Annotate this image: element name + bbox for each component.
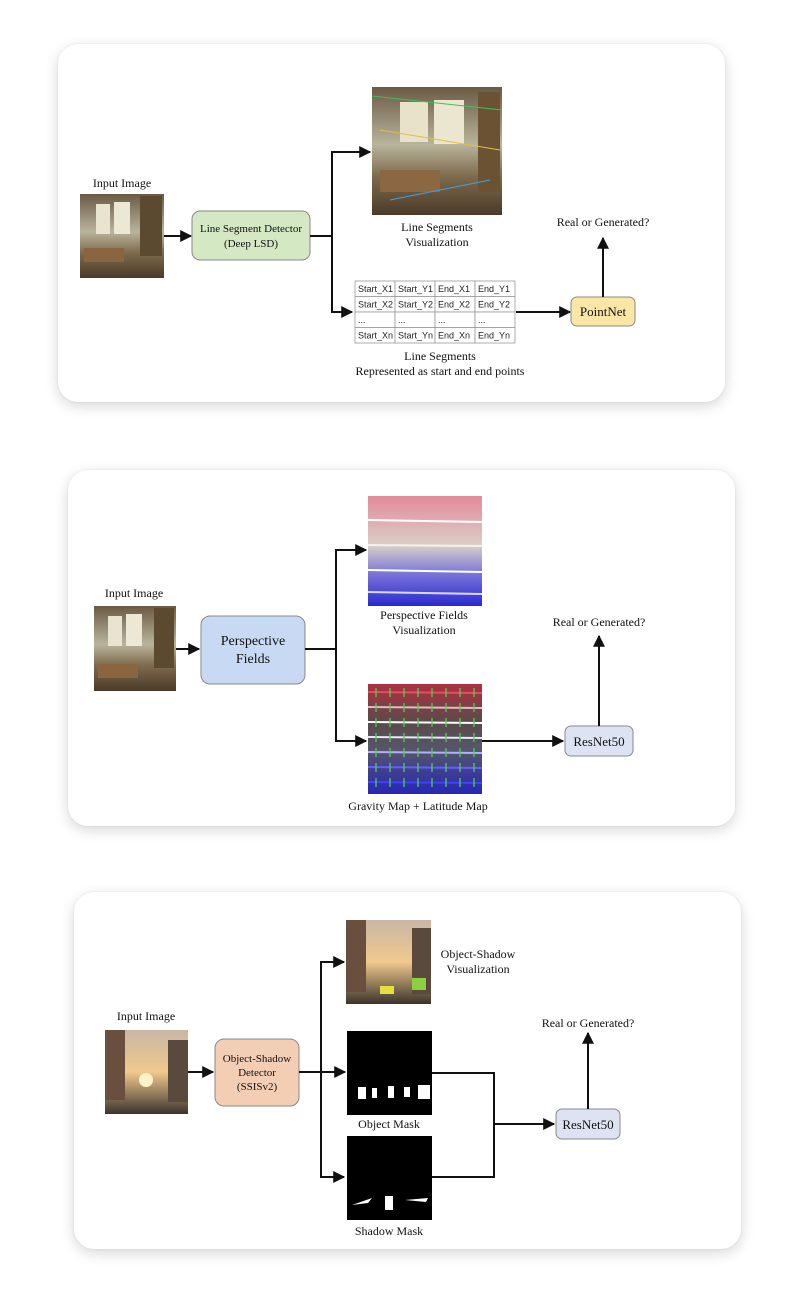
- p1-lsd-line1: Line Segment Detector: [200, 223, 302, 235]
- table-cell-text: End_X2: [438, 300, 470, 310]
- p2-branch-connector-lower: [335, 649, 368, 747]
- p3-detector-line1: Object-Shadow: [223, 1053, 291, 1065]
- p2-input-image: [94, 606, 176, 691]
- table-cell-text: ...: [358, 315, 366, 325]
- p1-viz-caption-2: Visualization: [405, 235, 468, 249]
- table-cell-text: End_Yn: [478, 331, 510, 341]
- p2-resnet-box: ResNet50: [564, 725, 634, 757]
- table-cell-text: End_Y2: [478, 300, 510, 310]
- p3-branch-connector-upper: [320, 956, 346, 1072]
- p1-lsd-line2: (Deep LSD): [224, 238, 278, 250]
- table-cell: [474, 327, 516, 344]
- table-cell-text: Start_Y2: [398, 300, 433, 310]
- table-cell-text: End_Y1: [478, 284, 510, 294]
- p1-table-caption-1: Line Segments: [404, 349, 476, 363]
- table-cell-text: Start_X2: [358, 300, 393, 310]
- p2-viz-caption-2: Visualization: [392, 623, 455, 637]
- p3-shadow-mask-label: Shadow Mask: [355, 1224, 423, 1238]
- latitude-band: [367, 721, 483, 724]
- p2-viz-caption-1: Perspective Fields: [380, 608, 468, 622]
- table-cell-text: ...: [398, 315, 406, 325]
- latitude-band: [367, 691, 483, 694]
- table-cell-text: ...: [478, 315, 486, 325]
- p1-pointnet-box: PointNet: [570, 296, 636, 327]
- p3-merge-shadow: [432, 1124, 495, 1178]
- table-cell-text: End_X1: [438, 284, 470, 294]
- p2-output-label: Real or Generated?: [553, 615, 646, 629]
- p3-merge-object: [432, 1072, 495, 1124]
- p3-viz-caption-1: Object-Shadow: [441, 947, 516, 961]
- p1-branch-connector: [310, 146, 372, 237]
- p3-object-shadow-viz: [346, 920, 431, 1004]
- panel1-diagram: Input Image Line Segment Detector (Deep …: [80, 87, 649, 378]
- p3-branch-connector-lower: [320, 1072, 346, 1183]
- p1-table-caption-2: Represented as start and end points: [356, 364, 525, 378]
- p1-output-label: Real or Generated?: [557, 215, 650, 229]
- table-cell-text: Start_Xn: [358, 331, 393, 341]
- table-cell-text: Start_Y1: [398, 284, 433, 294]
- table-cell-text: End_Xn: [438, 331, 470, 341]
- p3-resnet-box: ResNet50: [555, 1108, 621, 1140]
- p2-perspective-line1: Perspective: [221, 634, 286, 649]
- p3-output-label: Real or Generated?: [542, 1016, 635, 1030]
- p1-branch-connector-lower: [331, 236, 354, 318]
- latitude-band: [367, 781, 483, 784]
- table-cell-text: Start_X1: [358, 284, 393, 294]
- p3-input-image: [105, 1030, 188, 1114]
- p2-perspective-box: Perspective Fields: [200, 615, 306, 685]
- p3-detector-line3: (SSISv2): [237, 1081, 278, 1093]
- panel3-diagram: Input Image Object-Shadow Detector (SSIS…: [105, 920, 634, 1238]
- p1-input-image: [80, 194, 164, 278]
- p3-input-label: Input Image: [117, 1009, 175, 1023]
- latitude-band: [367, 706, 483, 709]
- p1-viz-caption-1: Line Segments: [401, 220, 473, 234]
- latitude-band: [367, 736, 483, 739]
- p2-perspective-line2: Fields: [236, 652, 270, 667]
- p3-detector-line2: Detector: [238, 1067, 276, 1079]
- p3-viz-caption-2: Visualization: [446, 962, 509, 976]
- p3-shadow-detector-box: Object-Shadow Detector (SSISv2): [214, 1038, 300, 1107]
- p1-pointnet-label: PointNet: [580, 304, 627, 319]
- table-cell-text: Start_Yn: [398, 331, 433, 341]
- panel2-diagram: Input Image Perspective Fields Perspecti…: [94, 496, 645, 813]
- p2-input-label: Input Image: [105, 586, 163, 600]
- p2-branch-connector: [305, 544, 368, 650]
- p1-line-segments-viz: [371, 87, 503, 215]
- p2-map-caption: Gravity Map + Latitude Map: [348, 799, 487, 813]
- p1-input-label: Input Image: [93, 176, 151, 190]
- p2-gravity-latitude-map: [367, 684, 483, 794]
- latitude-band: [367, 766, 483, 769]
- p3-resnet-label: ResNet50: [562, 1117, 613, 1132]
- p2-perspective-viz: [367, 496, 483, 606]
- latitude-band: [367, 751, 483, 754]
- p3-shadow-mask: [347, 1136, 432, 1220]
- p3-object-mask-label: Object Mask: [358, 1117, 420, 1131]
- p1-lsd-box: Line Segment Detector (Deep LSD): [191, 210, 311, 261]
- table-cell-text: ...: [438, 315, 446, 325]
- p3-object-mask: [347, 1031, 432, 1115]
- p2-resnet-label: ResNet50: [573, 734, 624, 749]
